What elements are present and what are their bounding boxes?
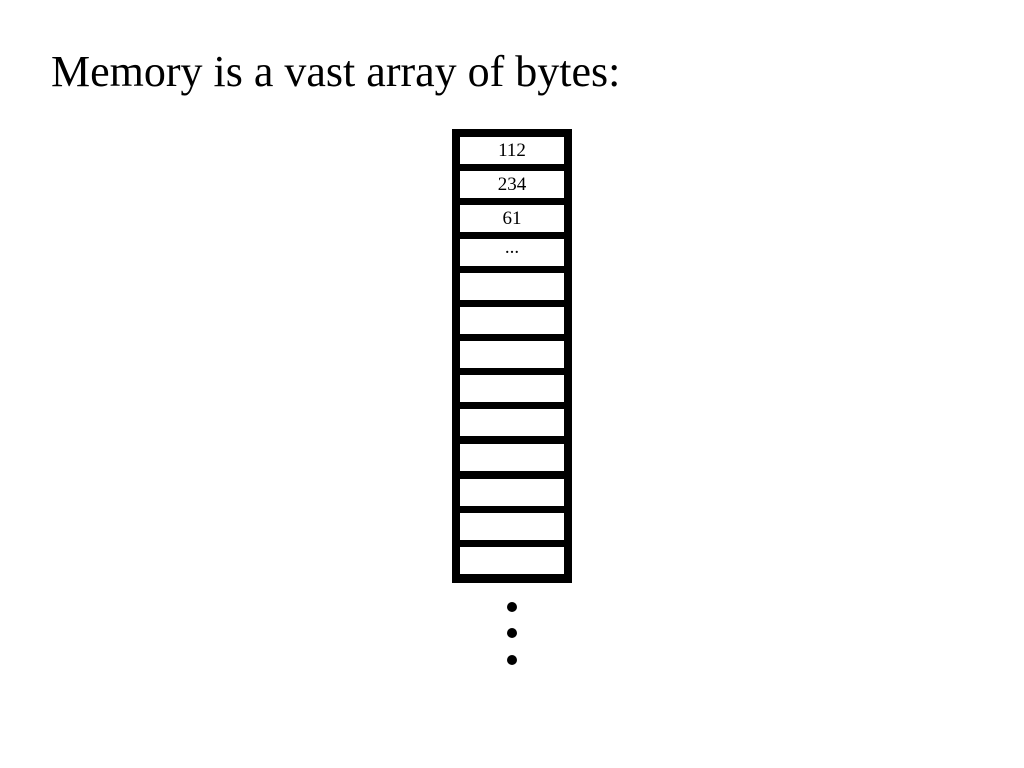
memory-cell <box>460 273 564 300</box>
memory-cell: ... <box>460 239 564 266</box>
slide-title: Memory is a vast array of bytes: <box>51 47 621 96</box>
memory-cell-value: ... <box>504 239 520 258</box>
continuation-dot <box>507 628 517 638</box>
memory-cell: 112 <box>460 137 564 164</box>
memory-cell: 234 <box>460 171 564 198</box>
continuation-dot <box>507 602 517 612</box>
continuation-dot <box>507 655 517 665</box>
memory-cell <box>460 375 564 402</box>
memory-cell <box>460 513 564 540</box>
memory-cell <box>460 444 564 471</box>
memory-cell <box>460 341 564 368</box>
memory-cell <box>460 479 564 506</box>
memory-cell <box>460 547 564 574</box>
memory-cell <box>460 307 564 334</box>
memory-array: 112 234 61... <box>452 129 572 583</box>
memory-cell-value: 234 <box>497 174 527 195</box>
memory-cell <box>460 409 564 436</box>
memory-cell: 61 <box>460 205 564 232</box>
memory-cell-value: 61 <box>502 208 522 229</box>
memory-cell-value: 112 <box>498 140 526 161</box>
